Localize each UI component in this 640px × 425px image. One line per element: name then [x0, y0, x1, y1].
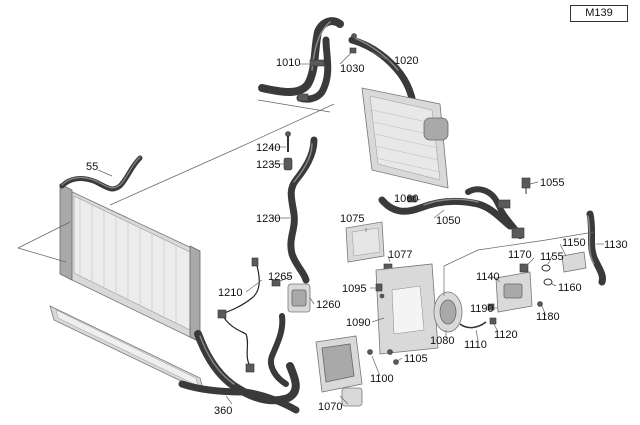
clip-1170	[519, 263, 529, 273]
clip-1190	[487, 303, 495, 311]
condenser-strip	[49, 305, 205, 393]
label-1030: 1030	[340, 63, 364, 75]
leader-lines	[17, 51, 604, 405]
bracket-1090	[375, 263, 439, 355]
label-1100: 1100	[370, 373, 394, 385]
clamp-1110	[459, 321, 487, 329]
label-1120: 1120	[494, 329, 518, 341]
label-1080: 1080	[430, 335, 454, 347]
label-1105: 1105	[404, 353, 428, 365]
label-1110: 1110	[464, 339, 487, 351]
intercooler	[361, 87, 449, 189]
label-1155: 1155	[540, 251, 564, 263]
wiring-1210	[217, 257, 260, 373]
label-1170: 1170	[508, 249, 532, 261]
sensor-1055	[521, 177, 531, 194]
sensor-1150	[561, 251, 587, 273]
hose-1230	[287, 136, 318, 284]
screw-1095	[375, 283, 383, 292]
label-1140: 1140	[476, 271, 500, 283]
clip-1030	[349, 33, 357, 54]
radiator	[59, 183, 201, 343]
label-1050: 1050	[436, 215, 460, 227]
label-1190: 1190	[470, 303, 494, 315]
screw-1180	[537, 301, 543, 307]
hose-1130	[586, 210, 606, 286]
label-1055: 1055	[540, 177, 564, 189]
label-1130: 1130	[604, 239, 628, 251]
label-1210: 1210	[218, 287, 242, 299]
bolt-1240	[285, 131, 291, 152]
label-1077: 1077	[388, 249, 412, 261]
label-55: 55	[86, 161, 98, 173]
label-1070: 1070	[318, 401, 342, 413]
label-1060: 1060	[394, 193, 418, 205]
ring-1155	[541, 264, 551, 272]
label-1235: 1235	[256, 159, 280, 171]
ring-1160	[543, 278, 553, 286]
label-1020: 1020	[394, 55, 418, 67]
label-1095: 1095	[342, 283, 366, 295]
label-360: 360	[214, 405, 232, 417]
label-1090: 1090	[346, 317, 370, 329]
hose-1050	[378, 186, 525, 239]
component-1070	[315, 335, 363, 407]
label-1260: 1260	[316, 299, 340, 311]
part-number-labels: 55 360 1010 1020 1030 1050 1055 1060 107…	[86, 55, 628, 417]
label-1230: 1230	[256, 213, 280, 225]
screws-1100-1105	[367, 349, 399, 365]
resonator-1075	[345, 221, 385, 263]
label-1180: 1180	[536, 311, 560, 323]
hose-360	[178, 313, 300, 414]
clip-1265	[271, 279, 281, 287]
pump-1260	[287, 283, 311, 313]
pump-1080	[433, 291, 463, 333]
label-1010: 1010	[276, 57, 300, 69]
label-1160: 1160	[558, 282, 582, 294]
valve-1140	[495, 271, 533, 313]
model-code-box: M139	[570, 5, 628, 22]
label-1150: 1150	[562, 237, 586, 249]
label-1075: 1075	[340, 213, 364, 225]
label-1240: 1240	[256, 142, 280, 154]
hose-1010	[258, 17, 344, 103]
hose-55	[59, 155, 143, 192]
clip-1120	[489, 317, 497, 325]
label-1265: 1265	[268, 271, 292, 283]
